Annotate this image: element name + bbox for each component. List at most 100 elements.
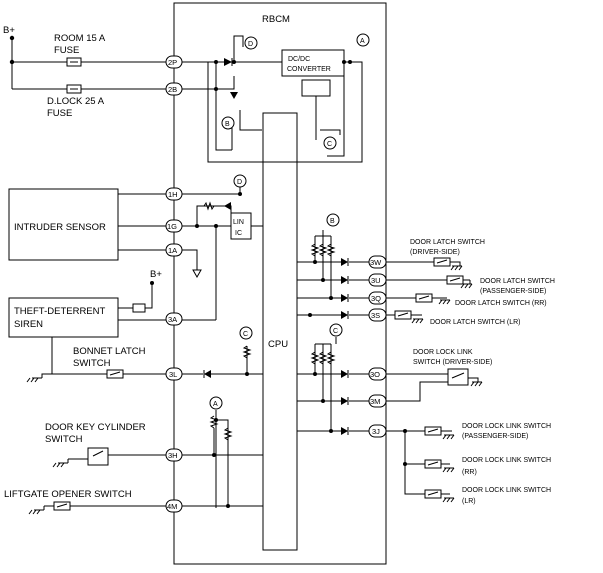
pin-3L: 3L [165, 367, 183, 381]
junction-dot [329, 296, 333, 300]
lin-ic-label-1: LIN [233, 219, 244, 226]
diodes-latch [341, 258, 349, 319]
diodes-lock-link [341, 370, 349, 435]
ground-dls-rr [438, 299, 451, 305]
junction-dot [238, 192, 242, 196]
lock-link-inner-wires [297, 337, 369, 432]
siren-label-1: THEFT-DETERRENT [14, 306, 106, 317]
intruder-sensor [8, 188, 119, 261]
svg-text:3M: 3M [370, 397, 380, 406]
junction-dot [342, 60, 346, 64]
bonnet-switch-contact [109, 371, 121, 376]
dlock-fuse-label-2: FUSE [47, 108, 72, 119]
junction-dot [348, 60, 352, 64]
svg-text:C: C [243, 331, 248, 338]
ref-a-left: A [209, 396, 223, 410]
pin-3H: 3H [165, 448, 183, 462]
pin-3M: 3M [368, 394, 387, 408]
junction-dot [226, 504, 230, 508]
svg-text:D: D [248, 41, 253, 48]
ref-d-top: D [244, 36, 258, 50]
keycyl-label-2: SWITCH [45, 434, 83, 445]
dcdc-label-1: DC/DC [288, 56, 310, 63]
svg-text:3J: 3J [372, 427, 380, 436]
dls-driver-label-1: DOOR LATCH SWITCH [410, 239, 485, 246]
pin-3O: 3O [368, 367, 387, 381]
dlk-driver-wires [386, 373, 479, 402]
junction-dot [245, 372, 249, 376]
theft-deterrent-siren [8, 297, 119, 338]
dlk-driver-label-1: DOOR LOCK LINK [413, 349, 473, 356]
dls-driver-contact [436, 259, 448, 264]
dls-pass-contact [449, 277, 461, 282]
pin-1A: 1A [165, 243, 183, 257]
dls-rr-label: DOOR LATCH SWITCH (RR) [455, 300, 547, 307]
resistor-intruder [203, 201, 215, 211]
diode-intruder [224, 202, 231, 210]
dlk-lr-label-1: DOOR LOCK LINK SWITCH [462, 487, 551, 494]
keycyl-label-1: DOOR KEY CYLINDER [45, 422, 146, 433]
ref-d-left: D [233, 174, 247, 188]
svg-text:2B: 2B [168, 85, 177, 94]
ref-b-right: B [326, 213, 340, 227]
dlk-rr-label-2: (RR) [462, 469, 477, 476]
svg-text:3H: 3H [168, 451, 178, 460]
pin-2P: 2P [165, 55, 183, 69]
bplus-label: B+ [3, 25, 15, 36]
junction-dot [313, 372, 317, 376]
junction-dot [403, 429, 407, 433]
junction-dot [9, 59, 15, 65]
svg-text:C: C [333, 328, 338, 335]
svg-text:D: D [237, 179, 242, 186]
junction-dot [214, 60, 218, 64]
bonnet-label-2: SWITCH [73, 358, 111, 369]
liftgate-wires [44, 503, 263, 508]
bonnet-label-1: BONNET LATCH [73, 346, 146, 357]
pin-3U: 3U [368, 273, 387, 287]
pin-1G: 1G [165, 219, 183, 233]
dlk-rr-label-1: DOOR LOCK LINK SWITCH [462, 457, 551, 464]
dlk-pass-contact [427, 428, 439, 433]
liftgate-label: LIFTGATE OPENER SWITCH [4, 489, 132, 500]
diode-dlock [230, 92, 238, 99]
ref-c-mid: C [323, 136, 337, 150]
dlk-driver-switch [447, 368, 469, 386]
svg-text:2P: 2P [168, 58, 177, 67]
junction-dot [212, 453, 216, 457]
pin-3W: 3W [368, 255, 387, 269]
svg-text:3Q: 3Q [371, 294, 381, 303]
siren-relay [132, 303, 146, 313]
pin-4M: 4M [165, 499, 183, 513]
diode-bonnet [204, 370, 211, 378]
room-fuse-label-1: ROOM 15 A [54, 33, 106, 44]
svg-text:3A: 3A [168, 315, 177, 324]
svg-text:C: C [327, 141, 332, 148]
dlk-other-wires [386, 430, 452, 495]
keycyl-wires [68, 410, 263, 508]
dls-rr-contact [418, 295, 430, 300]
ref-a-top: A [356, 33, 370, 47]
junction-dot [329, 429, 333, 433]
resistor-keycyl [209, 415, 233, 507]
ground-dls-lr [411, 318, 424, 324]
junction-dot [313, 260, 317, 264]
dlk-rr-contact [427, 461, 439, 466]
pin-3Q: 3Q [368, 291, 387, 305]
pin-1H: 1H [165, 187, 183, 201]
pin-3S: 3S [368, 308, 387, 322]
svg-text:3U: 3U [371, 276, 381, 285]
ground-liftgate [28, 506, 45, 515]
cpu-label: CPU [268, 339, 288, 350]
dlk-lr-contact [427, 491, 439, 496]
dcdc-sub-block [301, 79, 331, 97]
junction-dot [232, 60, 236, 64]
dlk-pass-label-1: DOOR LOCK LINK SWITCH [462, 423, 551, 430]
dls-lr-contact [397, 312, 409, 317]
ground-keycyl [52, 459, 69, 468]
ground-dlk-others [442, 434, 455, 503]
svg-text:B: B [330, 218, 335, 225]
dlk-pass-label-2: (PASSENGER-SIDE) [462, 433, 528, 440]
pin-2B: 2B [165, 82, 183, 96]
dls-pass-label-1: DOOR LATCH SWITCH [480, 278, 555, 285]
